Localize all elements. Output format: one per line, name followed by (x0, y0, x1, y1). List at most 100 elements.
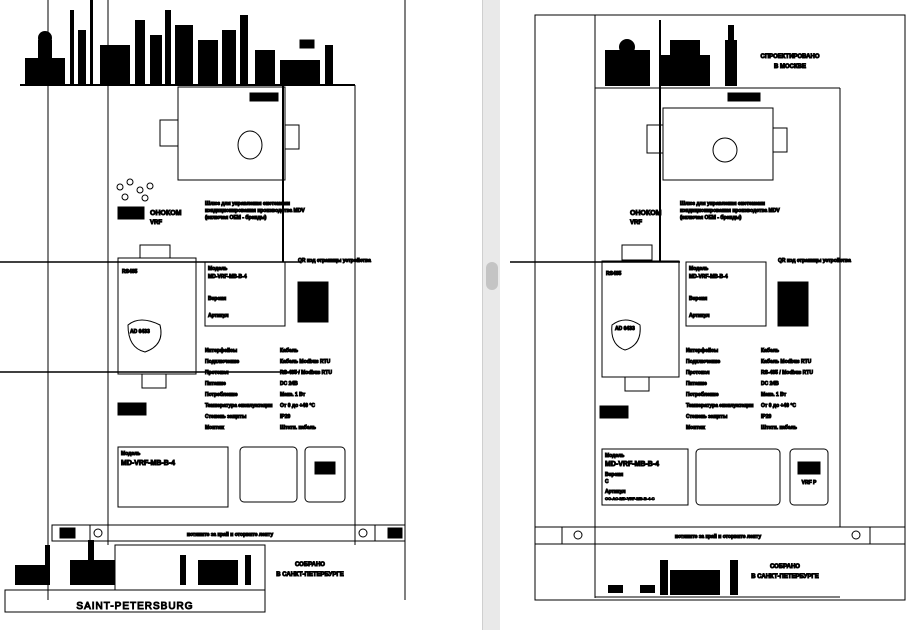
device-label: AD 6433 (130, 329, 150, 335)
arrow-left-icon (358, 528, 368, 538)
logo-mark (299, 39, 315, 49)
rs485-label: RS485 (606, 271, 622, 277)
device-label-outline (127, 319, 162, 353)
ribbon-text: потяните за край и оторвите ленту (187, 531, 274, 538)
spec-value: Макс. 1 Вт (280, 392, 306, 398)
qr-label: QR код страницы устройства (298, 257, 371, 264)
spec-label: Степень защиты (686, 414, 727, 420)
blank-card (695, 448, 781, 506)
arrow-right-icon (93, 528, 103, 538)
connector-strip (249, 92, 279, 102)
spb-line: СОБРАНО (770, 564, 800, 570)
label-panel (204, 261, 286, 327)
spec-label: Протокол (205, 370, 229, 376)
spec-value: IP20 (280, 414, 291, 420)
device-label-outline (611, 319, 641, 351)
terminal-block (139, 244, 171, 259)
spec-value: DC 24В (761, 381, 779, 387)
device-label-outline (712, 137, 738, 163)
brand-sub: VRF (630, 220, 642, 226)
spec-label: Температура эксплуатации (686, 403, 753, 409)
spb-line: В САНКТ-ПЕТЕРБУРГЕ (751, 574, 819, 580)
model-value: MD-VRF-MB-B-4 (689, 274, 728, 280)
spec-label: Монтаж (205, 425, 224, 431)
caption-frame (4, 589, 266, 613)
model-value: MD-VRF-MB-B-4 (208, 274, 247, 280)
spec-value: DC 24В (280, 381, 298, 387)
description-line: Шлюз для управления системами (680, 201, 765, 207)
page-divider[interactable] (482, 0, 502, 630)
specs-header-label: Интерфейсы (205, 347, 237, 354)
scroll-handle[interactable] (486, 262, 498, 290)
cad-drawing-right: СПРОЕКТИРОВАНО В МОСКВЕ ОНОКОМ VRF Шлюз … (510, 14, 906, 601)
description-line: кондиционирования производства MDV (680, 208, 780, 214)
model-card-label: Модель (121, 451, 140, 457)
description-line: (включая OEM - бренды) (680, 214, 742, 221)
spec-label: Питание (205, 381, 226, 387)
spec-label: Потребление (205, 391, 238, 398)
arrow-left-icon (851, 530, 861, 540)
label-panel (685, 261, 767, 327)
spec-value: Штатн. кабель (280, 424, 316, 431)
model-card-value: MD-VRF-MB-B-4 (121, 460, 175, 467)
skyline-frame (114, 544, 266, 591)
moscow-skyline (25, 0, 333, 85)
spec-label: Протокол (686, 370, 710, 376)
device-label: AD 6433 (615, 326, 635, 332)
cad-drawing-left: ОНОКОМ VRF Шлюз для управления системами… (0, 0, 406, 613)
device-label-outline (237, 130, 263, 160)
article-label: Артикул (689, 313, 710, 319)
frame-line (534, 14, 906, 601)
spec-label: Потребление (686, 391, 719, 398)
spb-line: СОБРАНО (295, 562, 325, 568)
spec-label: Подключение (686, 359, 720, 365)
description-line: Шлюз для управления системами (205, 201, 290, 207)
description-line: кондиционирования производства MDV (205, 208, 305, 214)
vrf-badge: VRF P (802, 480, 817, 486)
spb-line: В САНКТ-ПЕТЕРБУРГЕ (276, 572, 344, 578)
article-label: Артикул (605, 489, 626, 495)
spec-label: Степень защиты (205, 414, 246, 420)
spb-skyline (15, 540, 251, 585)
article-value: OC-AC-MD-VRF-MB-B-4-C (605, 496, 655, 501)
spec-label: Подключение (205, 359, 239, 365)
spec-value: Штатн. кабель (761, 424, 797, 431)
spec-value: Кабель Modbus RTU (761, 358, 812, 365)
qr-label: QR код страницы устройства (778, 257, 851, 264)
terminal-block (621, 244, 653, 261)
brand-name: ОНОКОМ (630, 210, 662, 217)
model-card-value: MD-VRF-MB-B-4 (605, 461, 659, 468)
model-card-label: Модель (605, 453, 624, 459)
vrf-badge-card (304, 446, 346, 503)
blank-card (239, 446, 298, 503)
terminal-block (646, 124, 664, 154)
spb-skyline (608, 560, 738, 595)
spec-value: RS-485 / Modbus RTU (280, 370, 332, 376)
terminal-block (772, 127, 788, 153)
logo-box (117, 206, 145, 220)
moscow-skyline (605, 25, 737, 86)
device-module-front (117, 257, 197, 375)
logo-box (599, 405, 629, 419)
terminal-block (284, 124, 300, 150)
spec-value: От 0 до +40 °С (280, 403, 315, 409)
model-card (117, 446, 229, 508)
tear-ribbon (534, 526, 906, 545)
logo-box (387, 527, 403, 539)
onokom-logo-icon (116, 178, 154, 202)
spec-value: Макс. 1 Вт (761, 392, 787, 398)
moscow-line: СПРОЕКТИРОВАНО (761, 54, 820, 60)
specs-header-value: Кабель (761, 347, 779, 354)
spec-value: Кабель Modbus RTU (280, 358, 331, 365)
device-module-top (662, 107, 774, 181)
version-label: Версия (689, 296, 707, 302)
spec-label: Температура эксплуатации (205, 403, 272, 409)
spec-label: Питание (686, 381, 707, 387)
logo-box (117, 402, 147, 416)
connector-strip (727, 92, 761, 102)
version-label: Версия (208, 296, 226, 302)
vrf-badge-card (789, 448, 829, 506)
arrow-right-icon (573, 530, 583, 540)
specs-header-value: Кабель (280, 347, 298, 354)
tear-ribbon (51, 524, 406, 542)
